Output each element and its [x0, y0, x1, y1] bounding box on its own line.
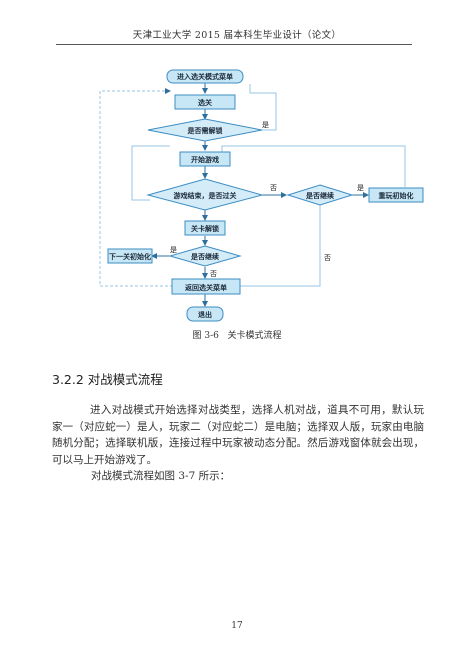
flow-arrows [151, 82, 369, 307]
figure-caption: 图 3-6 关卡模式流程 [0, 328, 474, 341]
node-return-menu [171, 278, 241, 295]
node-need-unlock-text: 是否需解锁 [187, 126, 223, 135]
node-game-end-text: 游戏结束，是否过关 [174, 191, 237, 200]
label-yes-unlock: 是 [262, 121, 269, 129]
node-start-game [179, 151, 231, 167]
node-next-level [107, 248, 153, 264]
node-need-unlock [147, 118, 263, 142]
node-unlock-level-text: 关卡解锁 [191, 224, 219, 233]
node-select-level [174, 94, 236, 110]
figure-number: 图 3-6 [192, 331, 219, 341]
section-heading: 3.2.2 对战模式流程 [52, 369, 163, 388]
node-restart [368, 187, 424, 203]
node-continue-right [286, 184, 354, 206]
node-next-level-text: 下一关初始化 [109, 252, 151, 261]
header-rule [56, 44, 412, 45]
node-continue-mid [168, 245, 242, 267]
flow-branch-labels: 是 否 是 否 是 否 [170, 121, 364, 278]
label-no-continue-mid: 否 [210, 270, 217, 278]
body-paragraph: 进入对战模式开始选择对战类型，选择人机对战，道具不可用，默认玩家一（对应蛇一）是… [52, 404, 424, 466]
node-exit-text: 退出 [198, 310, 212, 319]
node-start-game-text: 开始游戏 [191, 155, 219, 164]
running-header: 天津工业大学 2015 届本科生毕业设计（论文） [132, 30, 342, 41]
node-continue-mid-text: 是否继续 [190, 252, 219, 261]
label-no-game-end: 否 [270, 184, 277, 192]
section-number: 3.2.2 [52, 372, 84, 387]
node-enter-menu [166, 69, 244, 84]
node-restart-text: 重玩初始化 [379, 191, 414, 200]
feedback-lines [99, 84, 406, 287]
flowchart: 进入选关模式菜单 选关 是否需解锁 开始游戏 游戏结束，是否过关 是否继续 重玩… [99, 69, 424, 322]
figure-reference-paragraph: 对战模式流程如图 3-7 所示： [91, 470, 231, 482]
label-no-continue-right: 否 [324, 254, 331, 262]
label-yes-continue-mid: 是 [170, 246, 177, 254]
node-game-end [146, 178, 264, 211]
flow-node-texts: 进入选关模式菜单 选关 是否需解锁 开始游戏 游戏结束，是否过关 是否继续 重玩… [109, 72, 414, 319]
node-return-menu-text: 返回选关菜单 [185, 283, 227, 292]
label-yes-continue-right: 是 [357, 184, 364, 192]
node-enter-menu-text: 进入选关模式菜单 [177, 72, 233, 81]
flow-boxes [107, 69, 424, 322]
section-title-text: 对战模式流程 [87, 372, 163, 387]
node-exit [186, 306, 224, 322]
node-select-level-text: 选关 [198, 98, 212, 107]
figure-title: 关卡模式流程 [227, 331, 282, 341]
node-continue-right-text: 是否继续 [305, 191, 334, 200]
node-unlock-level [184, 220, 226, 236]
page-number: 17 [231, 621, 243, 631]
